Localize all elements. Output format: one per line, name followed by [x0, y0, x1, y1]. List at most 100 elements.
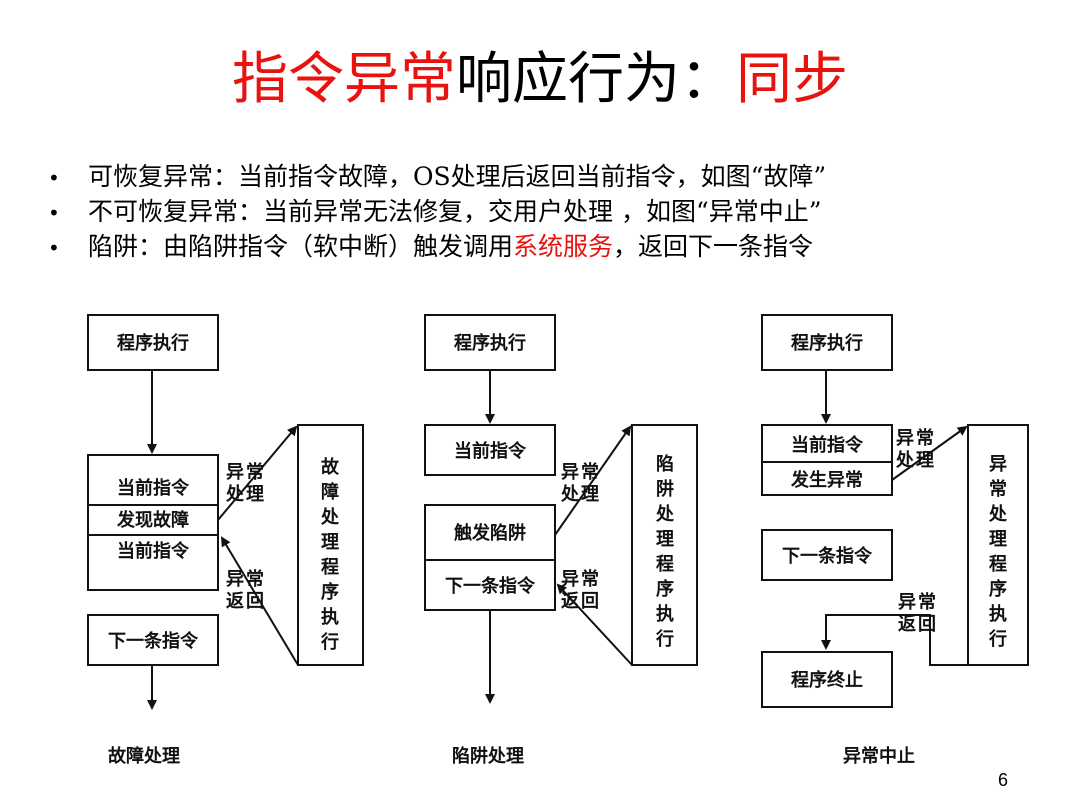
label-char: 处: [560, 483, 580, 505]
label-char: 执: [989, 603, 1007, 625]
label-char: 理: [581, 484, 599, 505]
fault-exc-return-label: 异常返回: [226, 568, 264, 612]
label-char: 常: [989, 478, 1007, 500]
label-char: 阱: [656, 479, 674, 500]
label-char: 障: [321, 481, 339, 503]
label-char: 处: [320, 506, 340, 528]
bullet-item: • 可恢复异常：当前指令故障，OS处理后返回当前指令，如图“故障”: [48, 160, 1058, 195]
bullet-highlight: 系统服务: [513, 232, 614, 261]
abort-next-label: 下一条指令: [782, 545, 873, 567]
label-char: 常: [246, 568, 264, 590]
trap-next-label: 下一条指令: [445, 575, 536, 597]
label-char: 异: [561, 462, 579, 483]
abort-caption: 异常中止: [843, 746, 915, 767]
abort-current-label: 当前指令: [791, 434, 864, 456]
label-char: 序: [656, 578, 674, 600]
trap-exc-handle-label: 异常处理: [560, 461, 599, 505]
label-char: 异: [226, 569, 244, 590]
trap-trigger-label: 触发陷阱: [454, 522, 526, 544]
bullet-text: 可恢复异常：当前指令故障，OS处理后返回当前指令，如图“故障”: [88, 162, 827, 191]
bullet-text: 不可恢复异常：当前异常无法修复，交用户处理 ，如图“异常中止”: [88, 197, 822, 226]
label-char: 程: [321, 557, 339, 578]
fault-start-label: 程序执行: [117, 332, 189, 354]
label-char: 处: [895, 449, 915, 471]
title-highlight-1: 指令异常: [232, 47, 456, 112]
label-char: 行: [320, 631, 339, 653]
label-char: 常: [581, 568, 599, 590]
abort-exc-return-label: 异常返回: [898, 591, 936, 635]
abort-return-arrow: [821, 614, 968, 666]
label-char: 处: [655, 503, 675, 525]
trap-handler-box: [631, 424, 698, 666]
label-char: 行: [655, 628, 674, 650]
abort-handler-box: [967, 424, 1029, 666]
fault-instruction-box: [87, 454, 219, 591]
fault-caption: 故障处理: [108, 746, 180, 767]
slide-title: 指令异常响应行为：同步: [0, 40, 1080, 120]
trap-current-label: 当前指令: [454, 440, 527, 462]
fault-detect-label: 发现故障: [116, 509, 189, 531]
label-char: 回: [246, 591, 264, 612]
bullet-list: • 可恢复异常：当前指令故障，OS处理后返回当前指令，如图“故障” • 不可恢复…: [48, 160, 1058, 265]
label-char: 程: [656, 554, 674, 575]
label-char: 异: [896, 428, 914, 449]
label-char: 程: [989, 554, 1007, 575]
trap-caption: 陷阱处理: [452, 746, 524, 767]
bullet-item: • 不可恢复异常：当前异常无法修复，交用户处理 ，如图“异常中止”: [48, 195, 1058, 230]
label-char: 异: [226, 462, 244, 483]
fault-exception-arrow: [217, 425, 298, 521]
label-char: 返: [226, 591, 244, 612]
trap-exception-arrow: [554, 425, 632, 536]
abort-instruction-box: [761, 424, 893, 496]
trap-current-box: [424, 424, 556, 476]
fault-exc-handle-label: 异常处理: [225, 461, 264, 505]
bullet-text: 陷阱：由陷阱指令（软中断）触发调用系统服务，返回下一条指令: [88, 232, 814, 261]
label-char: 序: [321, 581, 339, 603]
abort-start-label: 程序执行: [791, 332, 863, 354]
abort-exception-arrow: [891, 425, 968, 481]
label-char: 返: [561, 591, 579, 612]
label-char: 理: [916, 450, 934, 471]
fault-next-label: 下一条指令: [108, 630, 199, 652]
label-char: 理: [989, 529, 1007, 550]
bullet-dot: •: [48, 201, 60, 225]
label-char: 回: [581, 591, 599, 612]
trap-start-label: 程序执行: [454, 332, 526, 354]
abort-occur-label: 发生异常: [790, 469, 863, 491]
trap-exc-return-label: 异常返回: [561, 568, 599, 612]
label-char: 处: [988, 503, 1008, 525]
label-char: 异: [989, 454, 1007, 475]
label-char: 异: [898, 592, 916, 613]
label-char: 理: [321, 532, 339, 553]
label-char: 行: [988, 628, 1007, 650]
label-char: 异: [561, 569, 579, 590]
title-text: 响应行为：: [456, 47, 736, 112]
bullet-dot: •: [48, 166, 60, 190]
fault-return-arrow: [220, 536, 299, 666]
fault-current1-label: 当前指令: [117, 477, 190, 499]
label-char: 序: [989, 578, 1007, 600]
label-char: 理: [656, 529, 674, 550]
page-number: 6: [998, 770, 1009, 790]
label-char: 常: [918, 591, 936, 613]
label-char: 回: [918, 614, 936, 635]
abort-next-box: [761, 529, 893, 581]
fault-handler-box: [297, 424, 364, 666]
fault-current2-label: 当前指令: [117, 540, 190, 562]
label-char: 常: [246, 461, 264, 483]
label-char: 执: [656, 603, 674, 625]
abort-terminate-label: 程序终止: [791, 669, 863, 691]
label-char: 处: [225, 483, 245, 505]
label-char: 理: [246, 484, 264, 505]
bullet-dot: •: [48, 236, 60, 260]
abort-terminate-box: [761, 651, 893, 708]
bullet-item: • 陷阱：由陷阱指令（软中断）触发调用系统服务，返回下一条指令: [48, 230, 1058, 265]
label-char: 常: [581, 461, 599, 483]
abort-exc-handle-label: 异常处理: [895, 427, 934, 471]
label-char: 陷: [656, 453, 674, 475]
label-char: 返: [898, 614, 916, 635]
